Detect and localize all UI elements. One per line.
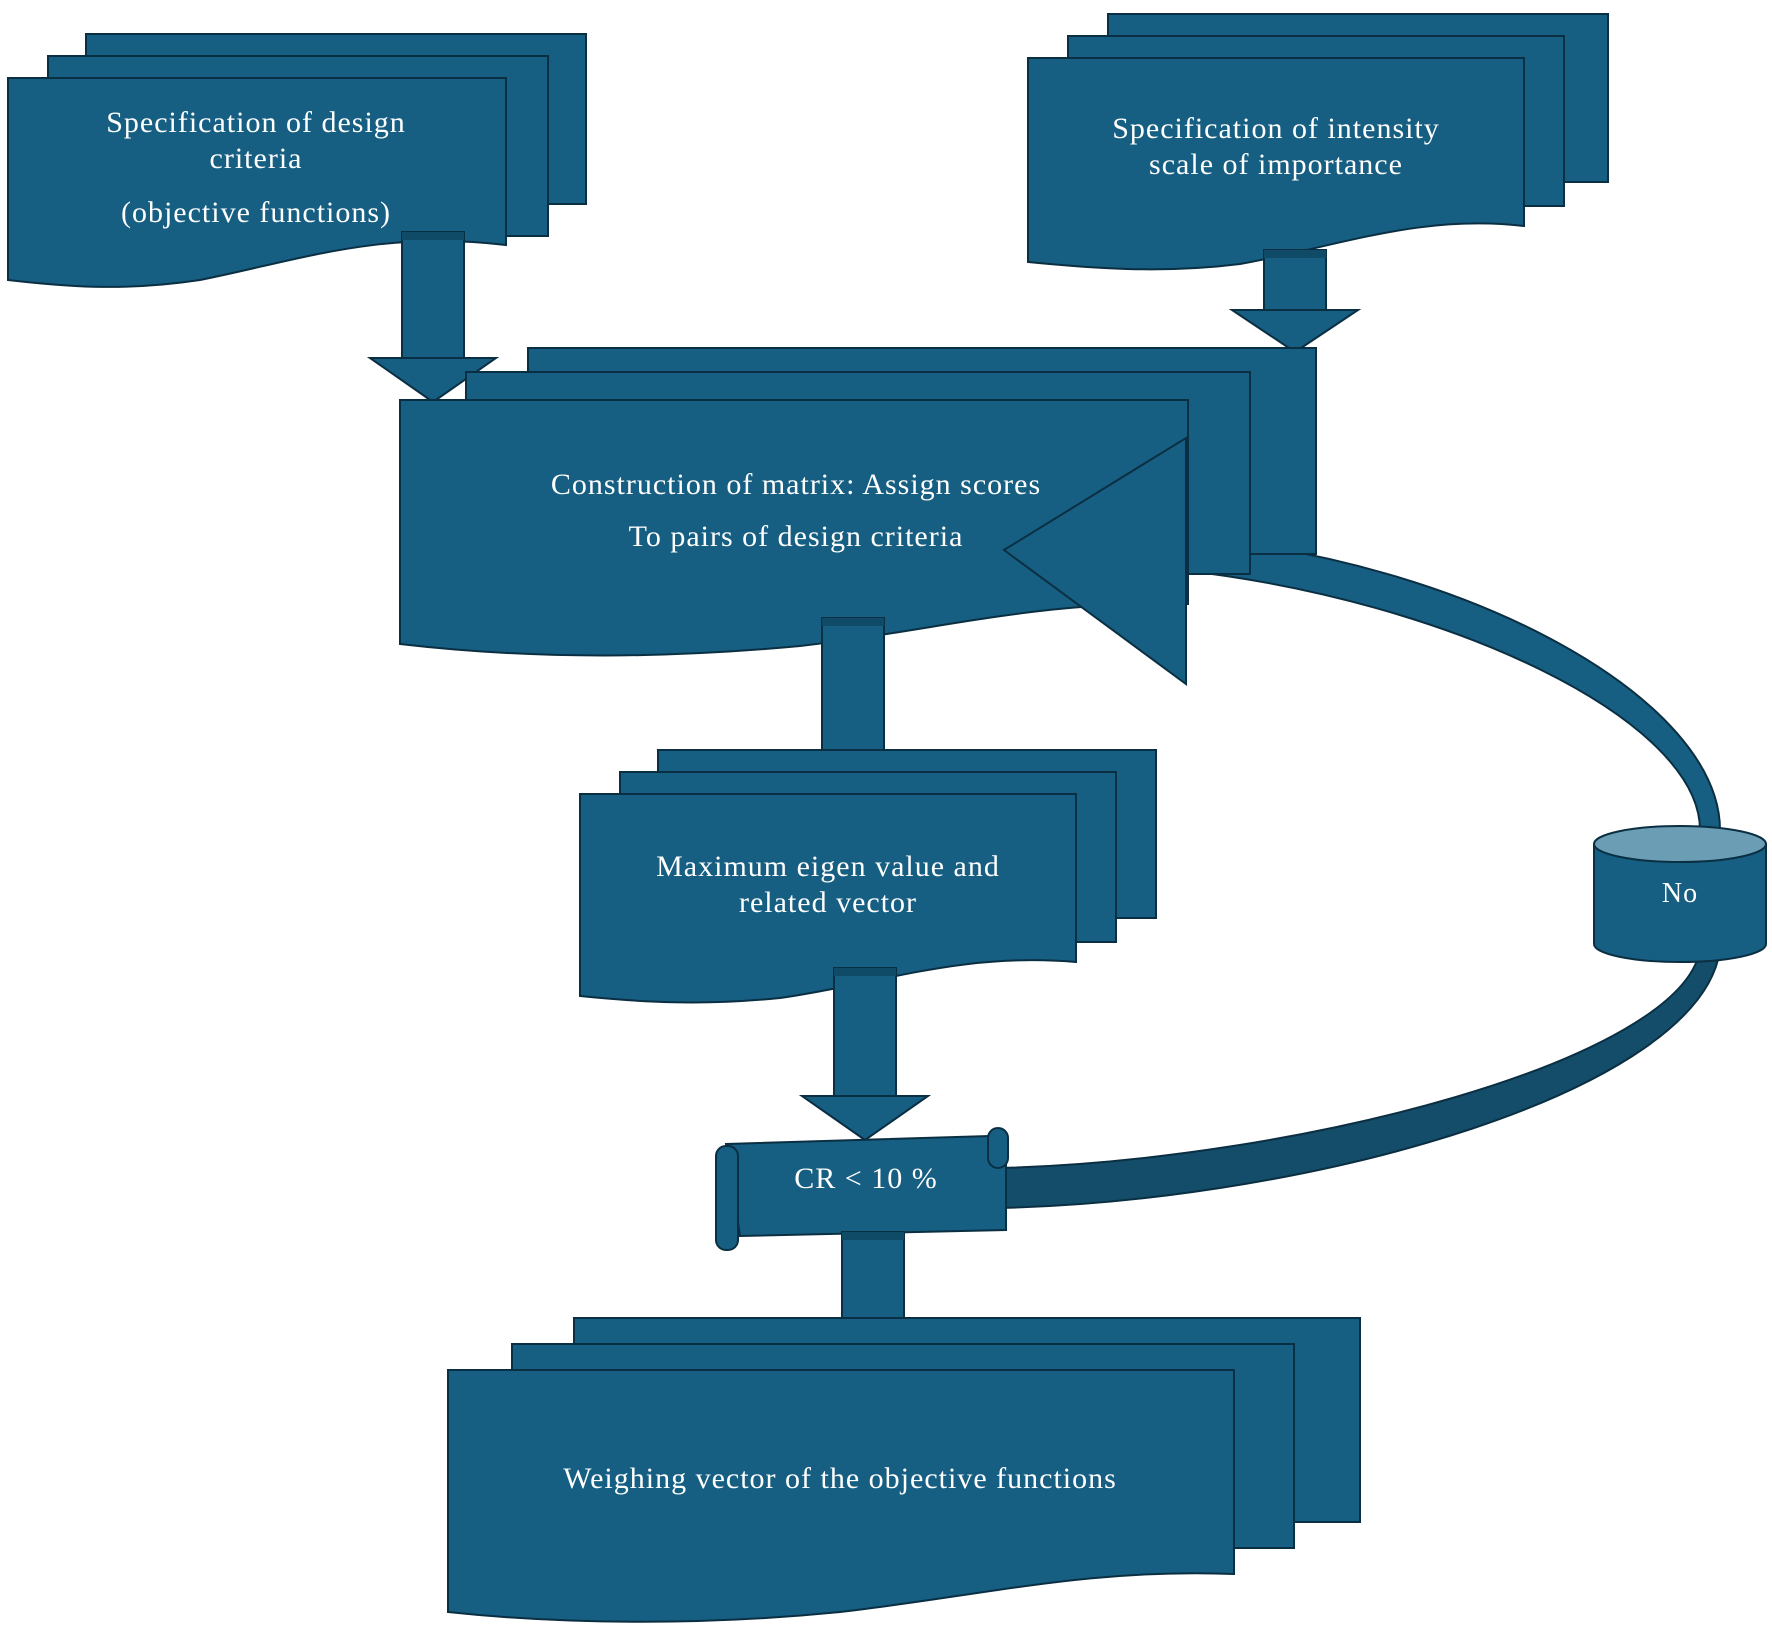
design-criteria-line3: (objective functions): [121, 196, 391, 229]
matrix-line1: Construction of matrix: Assign scores: [551, 468, 1041, 501]
node-design-criteria: Specification of design criteria (object…: [7, 33, 587, 288]
design-criteria-line2: criteria: [210, 142, 303, 175]
feedback-arrow-head: [1002, 436, 1187, 686]
node-weighing: Weighing vector of the objective functio…: [447, 1317, 1361, 1623]
arrow-intensity-to-matrix: [1228, 249, 1362, 354]
node-intensity-scale: Specification of intensity scale of impo…: [1027, 13, 1609, 271]
intensity-scale-line2: scale of importance: [1149, 148, 1403, 181]
consistency-check-label: CR < 10 %: [794, 1162, 937, 1195]
arrow-eigen-to-check: [798, 967, 932, 1142]
feedback-arc-upper: [1179, 534, 1722, 831]
arrow-design-to-matrix: [366, 231, 500, 404]
no-branch-label: No: [1662, 878, 1698, 909]
matrix-line2: To pairs of design criteria: [629, 520, 964, 553]
feedback-arc: [999, 949, 1722, 1210]
design-criteria-line1: Specification of design: [106, 106, 406, 139]
node-matrix: Construction of matrix: Assign scores To…: [399, 347, 1317, 657]
weighing-label: Weighing vector of the objective functio…: [563, 1462, 1117, 1495]
node-consistency-check: CR < 10 %: [715, 1127, 1009, 1251]
eigen-line1: Maximum eigen value and: [656, 850, 1000, 883]
node-eigen: Maximum eigen value and related vector: [579, 749, 1157, 1004]
eigen-line2: related vector: [739, 886, 917, 919]
node-no-branch: No: [1593, 825, 1767, 963]
intensity-scale-line1: Specification of intensity: [1112, 112, 1440, 145]
